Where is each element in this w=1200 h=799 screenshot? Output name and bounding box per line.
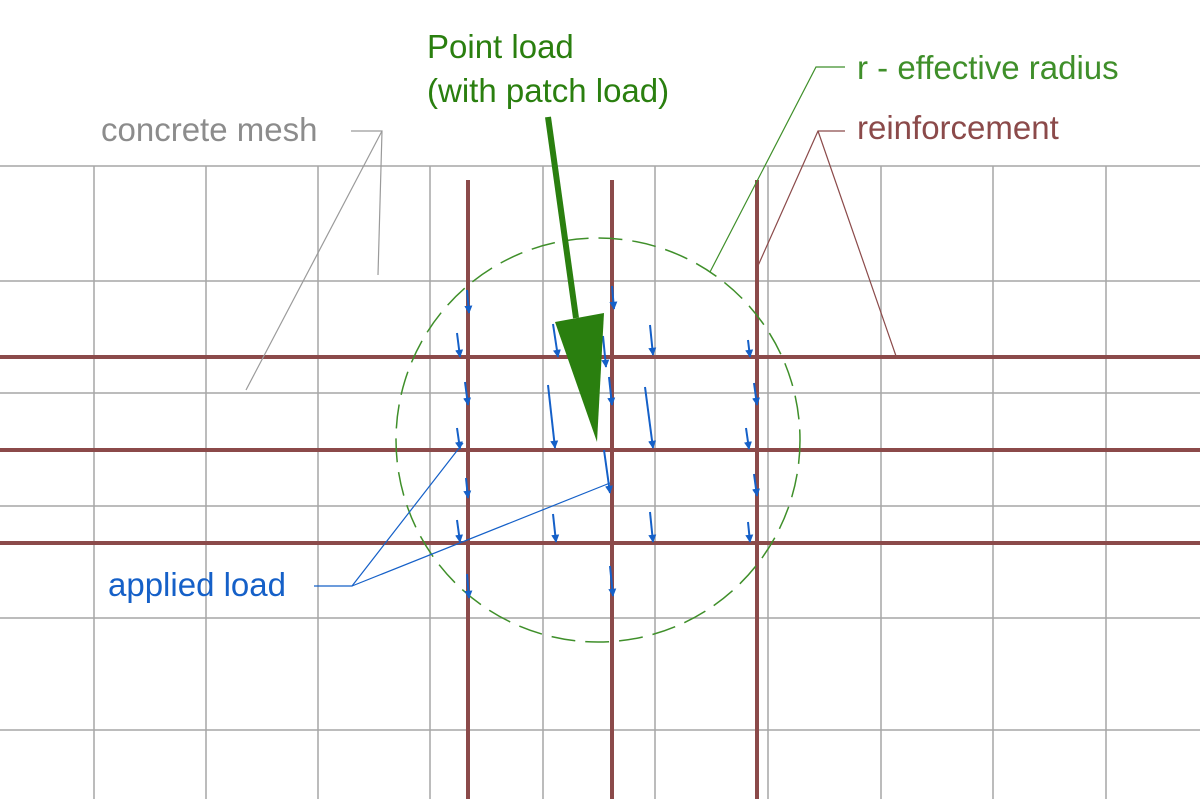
radius-leader [709, 66, 845, 273]
effective-radius-circle [395, 237, 801, 643]
reinforcement-bars [0, 180, 1200, 799]
reinforcement-leader [756, 130, 845, 269]
applied-load-arrows [455, 285, 760, 599]
applied-load-leader [314, 442, 464, 587]
effective-radius-label: r - effective radius [857, 49, 1119, 86]
point-load-label: Point load [427, 28, 574, 65]
reinforcement-label: reinforcement [857, 109, 1059, 146]
concrete-mesh-label: concrete mesh [101, 111, 317, 148]
concrete-mesh-leader [351, 130, 383, 276]
concrete-mesh [0, 165, 1200, 799]
leader-lines [245, 66, 897, 587]
applied-load-label: applied load [108, 566, 286, 603]
point-load-arrow [545, 116, 604, 442]
point-load-sublabel: (with patch load) [427, 72, 669, 109]
